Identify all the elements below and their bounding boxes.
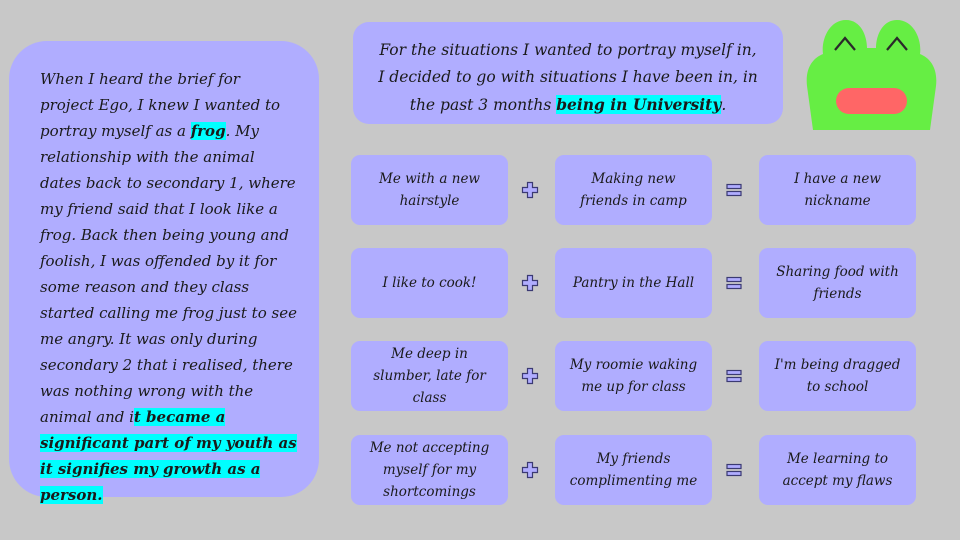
trigger-card-2: Pantry in the Hall (555, 248, 712, 318)
plus-icon (521, 461, 539, 479)
outcome-card-3: I'm being dragged to school (759, 341, 916, 411)
trigger-card-4: My friends complimenting me (555, 435, 712, 505)
equals-icon (726, 463, 742, 477)
story-text-intro: When I heard the brief for project Ego, … (40, 70, 281, 140)
plus-icon (521, 367, 539, 385)
story-text-body: . My relationship with the animal dates … (40, 122, 297, 426)
frog-icon (806, 20, 937, 130)
equals-icon (726, 369, 742, 383)
intro-panel: For the situations I wanted to portray m… (353, 22, 783, 124)
plus-icon (521, 181, 539, 199)
situation-card-4: Me not accepting myself for my shortcomi… (351, 435, 508, 505)
outcome-card-4: Me learning to accept my flaws (759, 435, 916, 505)
outcome-card-1: I have a new nickname (759, 155, 916, 225)
plus-icon (521, 274, 539, 292)
story-panel: When I heard the brief for project Ego, … (9, 41, 319, 504)
situation-card-1: Me with a new hairstyle (351, 155, 508, 225)
intro-highlight: being in University (556, 95, 722, 114)
outcome-card-2: Sharing food with friends (759, 248, 916, 318)
story-highlight-frog: frog (190, 122, 226, 140)
situation-card-3: Me deep in slumber, late for class (351, 341, 508, 411)
situation-card-2: I like to cook! (351, 248, 508, 318)
intro-suffix: . (721, 96, 727, 114)
equals-icon (726, 276, 742, 290)
trigger-card-3: My roomie waking me up for class (555, 341, 712, 411)
trigger-card-1: Making new friends in camp (555, 155, 712, 225)
equals-icon (726, 183, 742, 197)
intro-text: For the situations I wanted to portray m… (378, 41, 758, 114)
